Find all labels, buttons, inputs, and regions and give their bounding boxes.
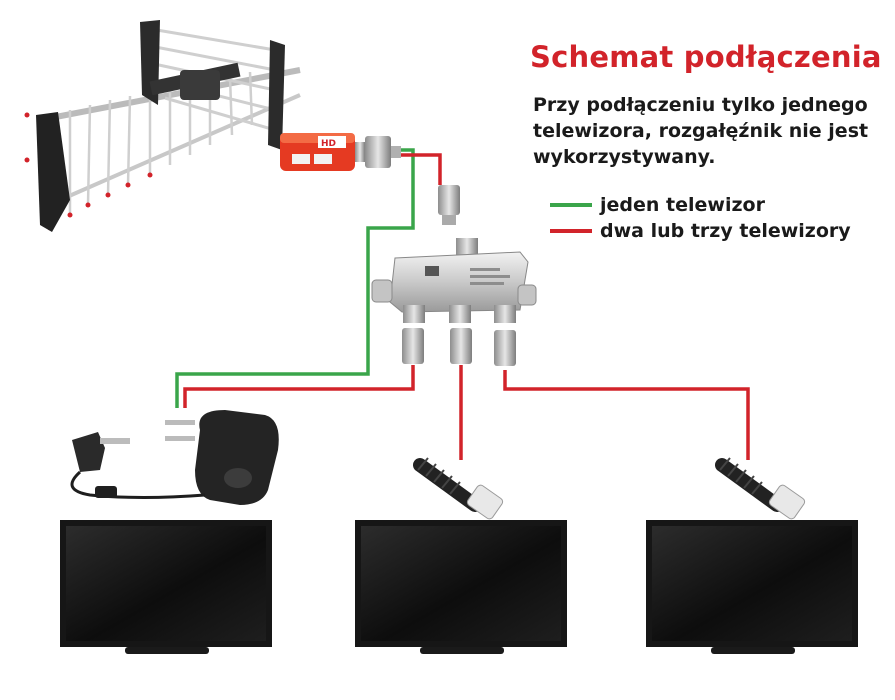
description-line: Przy podłączeniu tylko jednego bbox=[533, 94, 868, 116]
svg-text:HD: HD bbox=[321, 139, 336, 149]
description: Przy podłączeniu tylko jednego telewizor… bbox=[533, 92, 878, 170]
tv-icon bbox=[646, 520, 858, 654]
legend-label: jeden telewizor bbox=[600, 194, 765, 216]
tv-icon bbox=[60, 520, 272, 654]
output-connectors bbox=[402, 328, 516, 366]
red-line-swatch bbox=[550, 229, 592, 233]
diagram-title: Schemat podłączenia bbox=[530, 40, 882, 74]
legend-label: dwa lub trzy telewizory bbox=[600, 220, 851, 242]
legend-item-multiple-tvs: dwa lub trzy telewizory bbox=[550, 219, 851, 243]
antenna-amplifier-icon: HD bbox=[280, 133, 401, 171]
tv-icon bbox=[355, 520, 567, 654]
legend-item-single-tv: jeden telewizor bbox=[550, 193, 765, 217]
description-line: wykorzystywany. bbox=[533, 146, 716, 168]
f-connector-icon bbox=[438, 185, 460, 225]
green-line-swatch bbox=[550, 203, 592, 207]
description-line: telewizora, rozgałęźnik nie jest bbox=[533, 120, 869, 142]
power-adapter-icon bbox=[70, 410, 279, 505]
coax-plug-icon bbox=[715, 457, 806, 520]
coax-plug-icon bbox=[413, 457, 504, 520]
splitter-icon bbox=[371, 238, 537, 323]
green-cable bbox=[175, 148, 415, 408]
tv-antenna-icon bbox=[24, 20, 301, 232]
red-cables bbox=[183, 153, 750, 460]
